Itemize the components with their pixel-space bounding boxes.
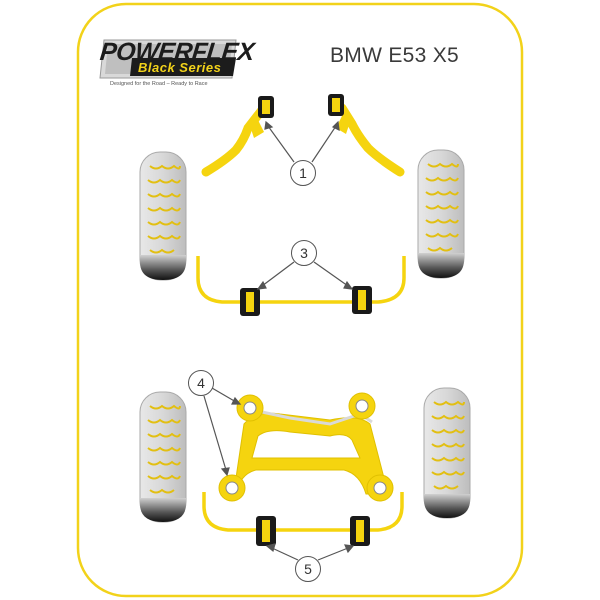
callout-3: 3 — [291, 240, 317, 266]
rear-left-tyre — [139, 391, 187, 523]
front-left-tyre — [139, 151, 187, 281]
outer-frame — [76, 2, 524, 598]
logo-series: Black Series — [138, 60, 222, 75]
logo-tagline: Designed for the Road – Ready to Race — [110, 81, 208, 87]
page-title: BMW E53 X5 — [330, 44, 460, 67]
rear-subframe — [218, 392, 394, 502]
callout-1-leaders — [264, 120, 340, 163]
callout-4-leaders — [203, 387, 242, 477]
callout-3-leaders — [256, 261, 354, 290]
callout-1: 1 — [290, 160, 316, 186]
callout-4: 4 — [188, 370, 214, 396]
front-right-tyre — [417, 149, 465, 279]
callout-5-leaders — [265, 543, 355, 561]
front-right-arm — [328, 94, 405, 177]
powerflex-logo — [99, 39, 237, 79]
front-left-arm — [201, 96, 274, 177]
rear-anti-roll-bar — [202, 492, 404, 546]
rear-right-tyre — [423, 387, 471, 519]
callout-5: 5 — [295, 556, 321, 582]
front-anti-roll-bar — [196, 256, 406, 316]
